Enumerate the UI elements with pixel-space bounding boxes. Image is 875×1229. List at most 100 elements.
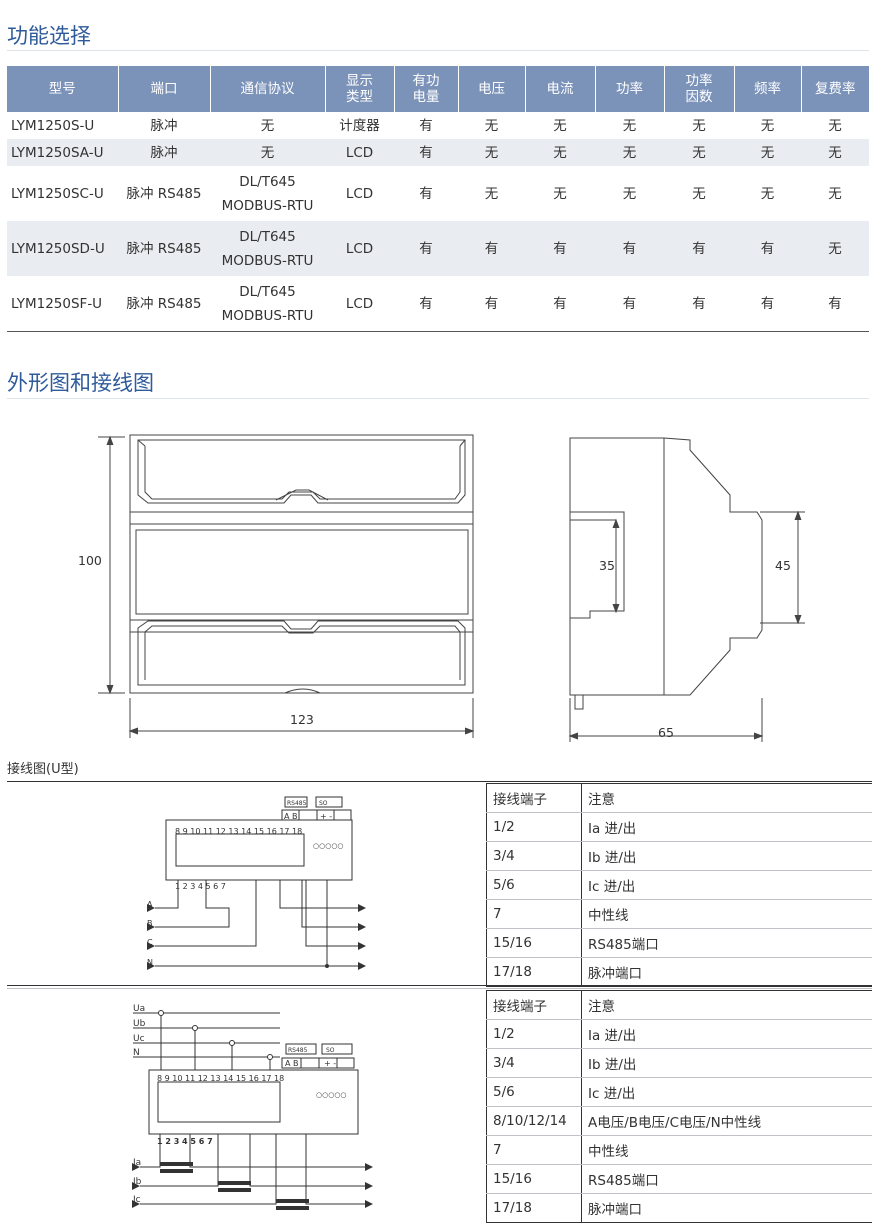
dimension-depth: 65 bbox=[658, 725, 674, 740]
top-terminal-cover bbox=[137, 439, 466, 504]
table-cell: LYM1250S-U bbox=[7, 112, 118, 139]
front-view-body bbox=[129, 434, 474, 694]
table-cell: 有 bbox=[394, 166, 458, 221]
side-view-body bbox=[569, 437, 763, 696]
table-cell: 脉冲 bbox=[118, 139, 210, 166]
table-cell: A电压/B电压/C电压/N中性线 bbox=[581, 1106, 872, 1136]
line-label: A bbox=[147, 900, 153, 909]
table-cell: 无 bbox=[458, 166, 525, 221]
pulse-leds: ○○○○○ bbox=[316, 1091, 347, 1099]
table-cell: RS485端口 bbox=[581, 928, 872, 958]
column-header: 端口 bbox=[118, 66, 211, 112]
table-cell: 无 bbox=[734, 139, 801, 166]
table-cell: 无 bbox=[664, 166, 734, 221]
column-header: 功率 bbox=[595, 66, 665, 112]
table-cell: LYM1250SC-U bbox=[7, 166, 118, 221]
table-cell: LCD bbox=[325, 221, 394, 276]
current-line-label: Ic bbox=[133, 1195, 141, 1205]
table-cell: 7 bbox=[486, 1135, 582, 1165]
table-row: 8/10/12/14 A电压/B电压/C电压/N中性线 bbox=[486, 1106, 872, 1136]
meter-body bbox=[148, 1069, 359, 1135]
table-cell: 有 bbox=[801, 276, 869, 332]
table-cell: 无 bbox=[595, 112, 664, 139]
bottom-terminal-numbers: 1 2 3 4 5 6 7 bbox=[175, 882, 226, 891]
table-cell: 接线端子 bbox=[486, 990, 582, 1020]
dimension-inner-b: 45 bbox=[775, 558, 791, 573]
table-cell: 无 bbox=[734, 112, 801, 139]
table-cell: 有 bbox=[394, 221, 458, 276]
function-table: 型号端口通信协议显示类型有功电量电压电流功率功率因数频率复费率 LYM1250S… bbox=[7, 66, 869, 332]
table-cell: 接线端子 bbox=[486, 783, 582, 813]
table-cell: 8/10/12/14 bbox=[486, 1106, 582, 1136]
table-cell: 3/4 bbox=[486, 841, 582, 871]
meter-display bbox=[175, 833, 305, 867]
table-cell: 5/6 bbox=[486, 870, 582, 900]
table-cell: 无 bbox=[210, 139, 325, 166]
pulse-leds: ○○○○○ bbox=[313, 842, 344, 850]
table-cell: 中性线 bbox=[581, 899, 872, 929]
table-cell: 无 bbox=[525, 166, 595, 221]
wiring-separator bbox=[7, 781, 872, 782]
table-cell: 中性线 bbox=[581, 1135, 872, 1165]
wiring-diagram-1: RS485 SO A B + - 8 9 10 11 12 13 14 15 1… bbox=[147, 796, 366, 970]
table-cell: 有 bbox=[394, 276, 458, 332]
current-line-label: Ia bbox=[133, 1158, 141, 1168]
voltage-line-label: Ua bbox=[133, 1004, 145, 1014]
table-cell: 有 bbox=[458, 221, 525, 276]
voltage-line-label: Uc bbox=[133, 1034, 145, 1044]
table-cell: 无 bbox=[801, 221, 869, 276]
column-header: 有功电量 bbox=[394, 66, 459, 112]
table-cell: 注意 bbox=[581, 783, 872, 813]
table-cell: 17/18 bbox=[486, 957, 582, 987]
rs485-label: RS485 bbox=[288, 1047, 308, 1054]
table-cell: 无 bbox=[734, 166, 801, 221]
table-cell: LCD bbox=[325, 166, 394, 221]
table-cell: 有 bbox=[664, 276, 734, 332]
dimension-inner-a: 35 bbox=[599, 558, 615, 573]
dimension-height: 100 bbox=[78, 553, 102, 568]
column-header: 通信协议 bbox=[210, 66, 326, 112]
table-cell: Ia 进/出 bbox=[581, 812, 872, 842]
table-cell: 脉冲 RS485 bbox=[118, 166, 210, 221]
column-header: 电压 bbox=[458, 66, 526, 112]
table-cell: 15/16 bbox=[486, 1164, 582, 1194]
line-label: N bbox=[147, 958, 153, 967]
voltage-line-label: Ub bbox=[133, 1019, 146, 1029]
wiring-diagram-2: Ua Ub Uc N RS485 SO A B + - 8 9 10 11 12… bbox=[132, 1004, 373, 1210]
table-cell: 无 bbox=[801, 112, 869, 139]
table-cell: 无 bbox=[458, 112, 525, 139]
table-cell: 脉冲 RS485 bbox=[118, 276, 210, 332]
table-cell: 无 bbox=[801, 166, 869, 221]
top-terminal-numbers: 8 9 10 11 12 13 14 15 16 17 18 bbox=[175, 827, 302, 836]
rs485-label: RS485 bbox=[287, 800, 307, 807]
table-cell: 有 bbox=[458, 276, 525, 332]
table-cell: Ic 进/出 bbox=[581, 870, 872, 900]
table-cell: 脉冲 RS485 bbox=[118, 221, 210, 276]
ab-labels: A B bbox=[284, 812, 298, 821]
pm-labels: + - bbox=[320, 812, 332, 821]
table-cell: LYM1250SA-U bbox=[7, 139, 118, 166]
table-cell: LYM1250SD-U bbox=[7, 221, 118, 276]
table-header-row: 接线端子注意 bbox=[486, 990, 872, 1020]
voltage-line-label: N bbox=[133, 1048, 140, 1058]
table-cell: 5/6 bbox=[486, 1077, 582, 1107]
current-line-label: Ib bbox=[133, 1177, 142, 1187]
table-cell: Ic 进/出 bbox=[581, 1077, 872, 1107]
table-cell: LYM1250SF-U bbox=[7, 276, 118, 332]
so-label: SO bbox=[326, 1047, 335, 1054]
table-cell: 1/2 bbox=[486, 1019, 582, 1049]
table-cell: 有 bbox=[394, 139, 458, 166]
meter-display bbox=[157, 1081, 281, 1123]
column-header: 显示类型 bbox=[325, 66, 395, 112]
outline-section-title: 外形图和接线图 bbox=[7, 371, 154, 395]
table-cell: 3/4 bbox=[486, 1048, 582, 1078]
